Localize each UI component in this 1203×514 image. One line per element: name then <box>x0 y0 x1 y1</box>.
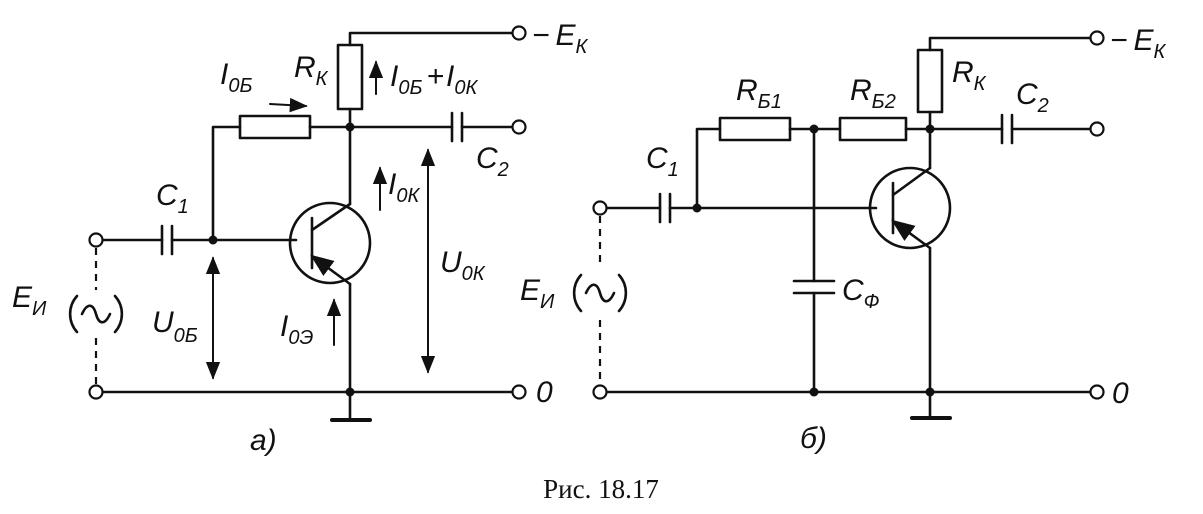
input-terminal-b[interactable] <box>592 200 608 216</box>
base-current-label: I0Б <box>220 58 252 97</box>
capacitor-c1-a <box>160 224 174 256</box>
output-terminal-b[interactable] <box>1089 121 1105 137</box>
capacitor-c2-a <box>450 111 464 143</box>
bias-wire-left-a <box>211 125 242 242</box>
supply-label-a: −EК <box>532 19 589 58</box>
resistor-rb1 <box>718 116 792 142</box>
capacitor-c2-label-b: C2 <box>1016 78 1049 117</box>
panel-a-labels: −EК RК I0Б I0Б+I0К C2 I0К U0К C1 EИ U0Б … <box>12 19 589 457</box>
capacitor-c1-b <box>658 192 672 224</box>
ground-terminal-right-a[interactable] <box>511 384 527 400</box>
ground-terminal-left-a[interactable] <box>88 384 104 400</box>
collector-resistor-label-a: RК <box>294 51 329 90</box>
collector-resistor-a <box>336 43 364 111</box>
collector-resistor-b <box>916 48 944 114</box>
base-junction-a <box>208 235 218 245</box>
base-resistor-a <box>238 114 312 140</box>
resistor-rb2-label: RБ2 <box>850 74 896 113</box>
resistor-rb1-label: RБ1 <box>736 74 782 113</box>
capacitor-c2-b <box>1000 113 1014 145</box>
collector-resistor-label-b: RК <box>952 56 987 95</box>
supply-terminal-a <box>348 25 527 47</box>
ground-terminal-right-b[interactable] <box>1089 384 1105 400</box>
resistor-rb2 <box>838 116 908 142</box>
ac-source-b <box>572 273 628 313</box>
base-current-arrow <box>269 97 308 113</box>
collector-voltage-label: U0К <box>440 246 486 285</box>
source-label-a: EИ <box>12 281 47 320</box>
ac-source-a <box>68 294 124 334</box>
supply-terminal-b <box>928 30 1105 52</box>
input-terminal-a[interactable] <box>88 232 104 248</box>
ground-label-b: 0 <box>1112 377 1129 410</box>
ground-label-a: 0 <box>536 376 553 409</box>
capacitor-cf <box>792 279 836 295</box>
panel-b-circuit <box>572 30 1105 420</box>
transistor-a <box>288 201 372 286</box>
output-terminal-a[interactable] <box>511 119 527 135</box>
base-voltage-label: U0Б <box>152 306 198 347</box>
capacitor-c1-label-b: C1 <box>646 142 679 181</box>
emitter-current-label: I0Э <box>280 310 313 349</box>
sum-current-label: I0Б+I0К <box>390 60 478 99</box>
panel-a-circuit <box>68 25 527 422</box>
capacitor-c2-label-a: C2 <box>476 142 509 181</box>
supply-label-b: −EК <box>1110 24 1167 63</box>
panel-b-labels: −EК RК C2 RБ1 RБ2 C1 EИ CФ 0 б) <box>520 24 1167 455</box>
transistor-b <box>868 166 952 250</box>
source-label-b: EИ <box>520 274 555 313</box>
panel-a-label: а) <box>250 424 277 457</box>
figure-caption: Рис. 18.17 <box>543 474 659 504</box>
filter-capacitor-label: CФ <box>842 274 880 313</box>
panel-b-label: б) <box>800 422 827 455</box>
ground-terminal-left-b[interactable] <box>592 384 608 400</box>
collector-current-label: I0К <box>388 168 420 207</box>
capacitor-c1-label-a: C1 <box>156 179 189 218</box>
